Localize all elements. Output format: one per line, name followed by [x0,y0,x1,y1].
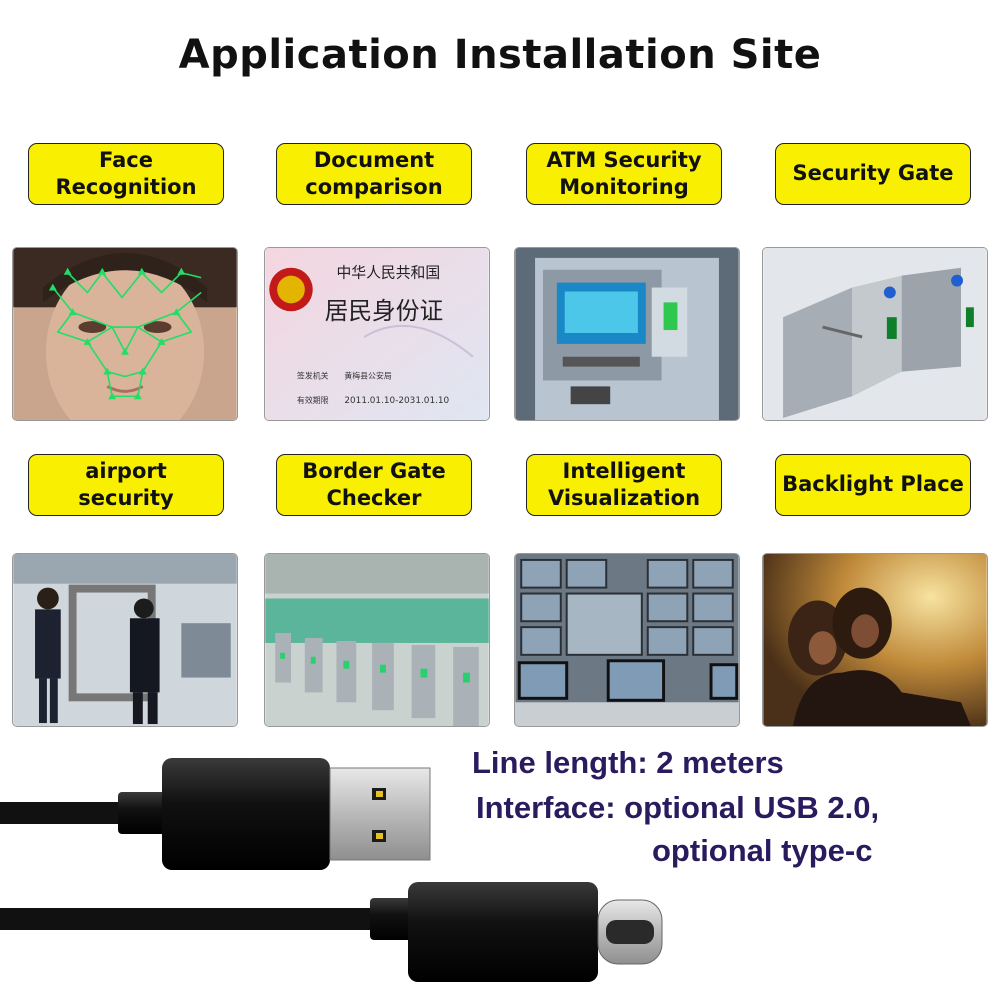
backlit-people-illustration [763,554,987,726]
border-gates-illustration [265,554,489,726]
usb-c-connector [0,882,663,982]
monitor-wall-illustration [515,554,739,726]
id-card-illustration: 中华人民共和国 居民身份证 签发机关 黄梅县公安局 有效期限 2011.01.1… [265,248,489,420]
label-intelligent-visualization: Intelligent Visualization [526,454,722,516]
turnstile-illustration [763,248,987,420]
spec-interface-typec: optional type-c [652,833,873,868]
label-document-comparison: Document comparison [276,143,472,205]
monitor-wall-photo [514,553,740,727]
usb-a-connector [0,758,431,870]
card-authority-value: 黄梅县公安局 [344,370,391,380]
spec-interface: Interface: optional USB 2.0, [476,790,880,825]
card-validity-value: 2011.01.10-2031.01.10 [344,396,449,406]
card-title: 居民身份证 [325,297,444,325]
face-mesh-photo [12,247,238,421]
atm-photo [514,247,740,421]
label-backlight-place: Backlight Place [775,454,971,516]
label-airport-security: airport security [28,454,224,516]
spec-line-length: Line length: 2 meters [472,745,784,780]
page-title: Application Installation Site [178,32,822,78]
card-header: 中华人民共和国 [336,265,440,282]
label-atm-security-monitoring: ATM Security Monitoring [526,143,722,205]
card-validity-label: 有效期限 [297,395,329,405]
label-security-gate: Security Gate [775,143,971,205]
airport-illustration [13,554,237,726]
backlit-people-photo [762,553,988,727]
label-border-gate-checker: Border Gate Checker [276,454,472,516]
id-card-photo: 中华人民共和国 居民身份证 签发机关 黄梅县公安局 有效期限 2011.01.1… [264,247,490,421]
face-mesh-illustration [13,248,237,420]
atm-illustration [515,248,739,420]
usb-cable-illustration [0,758,663,982]
card-authority-label: 签发机关 [297,370,329,380]
label-face-recognition: Face Recognition [28,143,224,205]
card-text: 中华人民共和国 居民身份证 签发机关 黄梅县公安局 有效期限 2011.01.1… [297,265,450,407]
border-gates-photo [264,553,490,727]
turnstile-photo [762,247,988,421]
airport-checkpoint-photo [12,553,238,727]
